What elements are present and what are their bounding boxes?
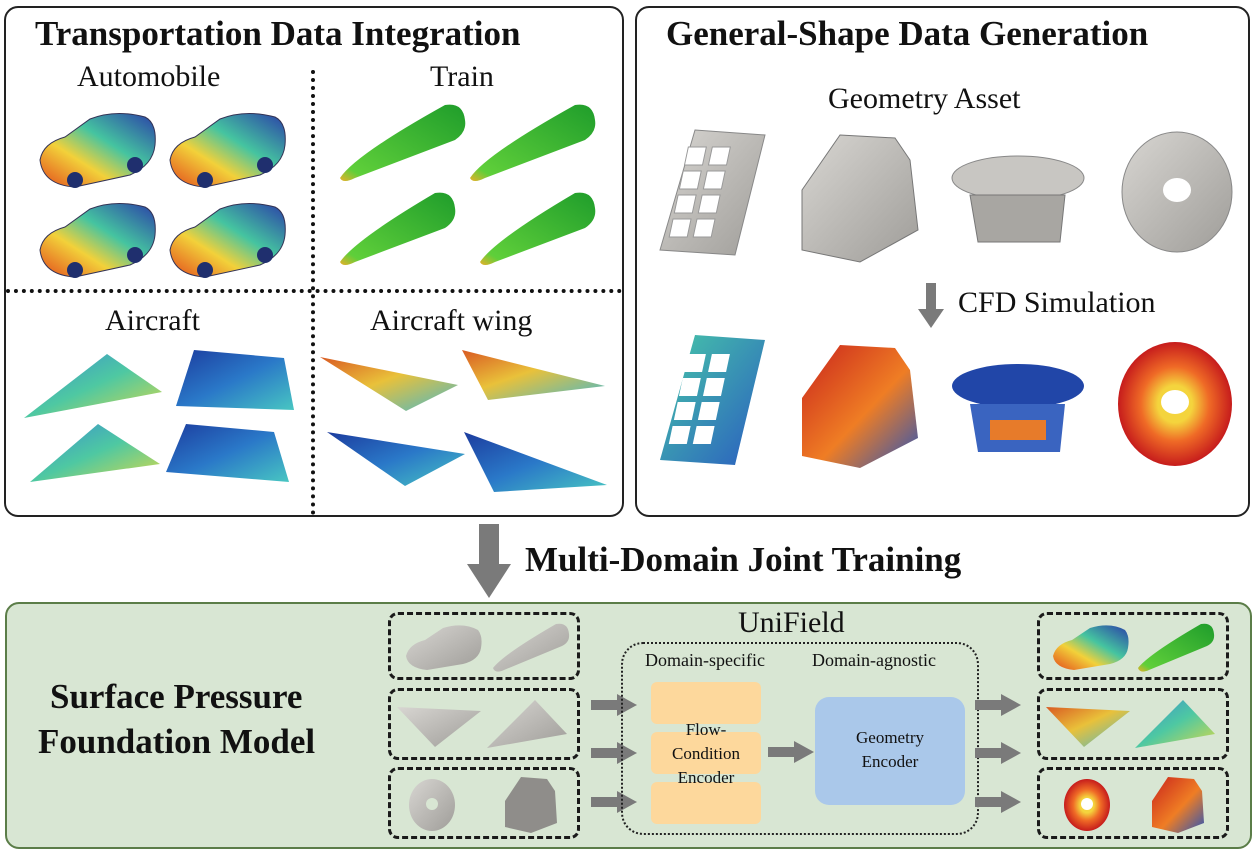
car-pressure-image: [169, 203, 286, 278]
car-geometry-thumbnail: [406, 625, 482, 670]
aircraft-geometry-thumbnail: [487, 700, 567, 748]
flow-encoder-label-line1: Flow-: [685, 720, 727, 739]
geometry-asset-label: Geometry Asset: [828, 82, 1021, 115]
train-pressure-image: [340, 192, 456, 265]
housing-block-asset: [801, 134, 919, 263]
washer-geometry-thumbnail: [409, 779, 455, 831]
input-group-transport: [388, 612, 580, 680]
grid-panel-cfd-result: [660, 335, 765, 465]
wing-geometry-thumbnail: [397, 707, 481, 747]
flanged-disk-asset: [951, 155, 1085, 243]
housing-block-cfd-result: [802, 345, 918, 468]
car-pressure-image: [39, 113, 156, 188]
car-pressure-output: [1053, 625, 1129, 670]
block-pressure-output: [1152, 777, 1204, 833]
aircraft-wing-pressure-image: [320, 357, 458, 411]
aircraft-wing-pressure-image: [327, 432, 465, 486]
quadrant-label-train: Train: [430, 60, 494, 93]
geometry-encoder-block: [815, 697, 965, 805]
quadrant-label-aircraft-wing: Aircraft wing: [370, 304, 533, 337]
output-arrow-icon: [975, 742, 1021, 764]
foundation-title-line2: Foundation Model: [38, 722, 316, 761]
flow-encoder-label-line2: Condition: [671, 744, 740, 763]
output-group-transport: [1037, 612, 1229, 680]
flow-encoder-block-general: [651, 782, 761, 824]
train-pressure-image: [480, 192, 596, 265]
output-group-aircraft: [1037, 688, 1229, 760]
washer-asset: [1121, 131, 1233, 253]
general-shape-title: General-Shape Data Generation: [666, 14, 1149, 53]
foundation-title-line1: Surface Pressure: [50, 677, 303, 716]
joint-training-label: Multi-Domain Joint Training: [525, 540, 962, 579]
cfd-simulation-label: CFD Simulation: [958, 286, 1156, 319]
washer-pressure-output: [1064, 779, 1110, 831]
aircraft-pressure-image: [30, 424, 160, 482]
output-arrow-icon: [975, 791, 1021, 813]
geometry-encoder-label-line2: Encoder: [861, 752, 919, 771]
block-geometry-thumbnail: [505, 777, 557, 833]
car-pressure-image: [169, 113, 286, 188]
train-pressure-image: [340, 104, 466, 181]
input-group-general: [388, 767, 580, 839]
train-geometry-thumbnail: [493, 623, 570, 672]
train-pressure-output: [1138, 623, 1215, 672]
foundation-model-panel: [5, 602, 1252, 849]
unifield-title: UniField: [738, 606, 845, 639]
unifield-model-box: [621, 642, 979, 835]
domain-agnostic-label: Domain-agnostic: [812, 650, 936, 670]
transportation-title: Transportation Data Integration: [35, 14, 521, 53]
flanged-disk-cfd-result: [952, 364, 1084, 452]
aircraft-wing-pressure-image: [464, 432, 607, 492]
quadrant-label-aircraft: Aircraft: [105, 304, 200, 337]
joint-training-arrow-icon: [467, 524, 511, 598]
quadrant-label-automobile: Automobile: [77, 60, 221, 93]
aircraft-pressure-image: [24, 354, 162, 418]
flow-encoder-label-line3: Encoder: [677, 768, 735, 787]
wing-pressure-output: [1046, 707, 1130, 747]
aircraft-wing-pressure-image: [462, 350, 605, 400]
train-pressure-image: [470, 104, 596, 181]
geometry-encoder-label-line1: Geometry: [856, 728, 924, 747]
output-arrow-icon: [975, 694, 1021, 716]
horizontal-dotted-divider: [6, 289, 622, 293]
input-group-aircraft: [388, 688, 580, 760]
grid-panel-asset: [659, 129, 766, 256]
domain-specific-label: Domain-specific: [645, 650, 765, 670]
aircraft-pressure-image: [166, 424, 289, 482]
aircraft-pressure-output: [1135, 700, 1215, 748]
encoder-arrow-icon: [768, 741, 814, 763]
down-arrow-icon: [918, 283, 944, 328]
flow-encoder-block-transport: [651, 682, 761, 724]
flow-encoder-block-aircraft: [651, 732, 761, 774]
car-pressure-image: [39, 203, 156, 278]
washer-cfd-result: [1118, 342, 1232, 466]
aircraft-pressure-image: [176, 350, 294, 410]
output-group-general: [1037, 767, 1229, 839]
